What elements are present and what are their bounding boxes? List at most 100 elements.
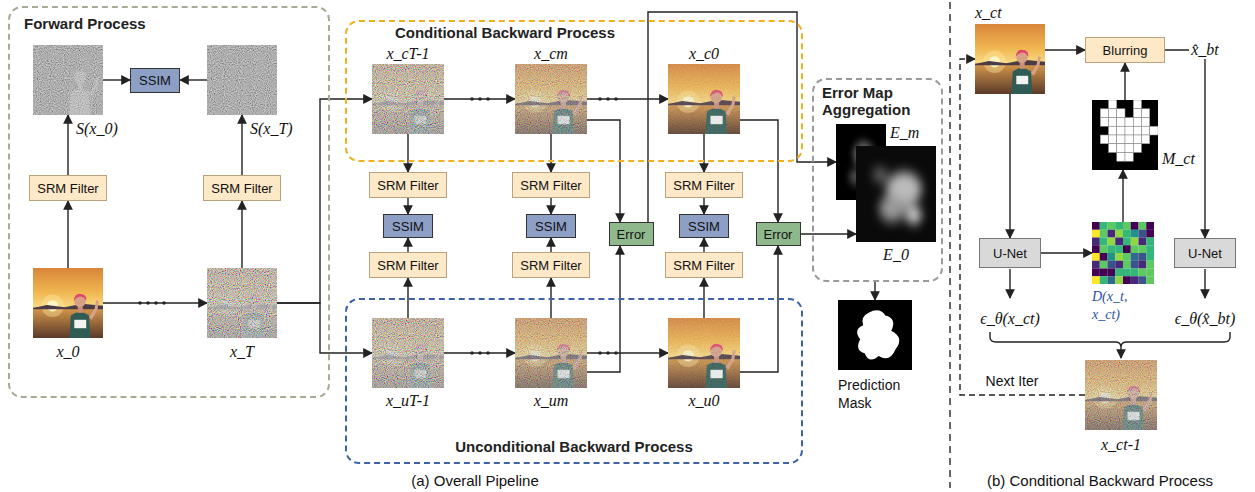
- drawing-part: [1092, 100, 1158, 170]
- caption: M_ct: [1162, 150, 1195, 168]
- connector-arrow: [103, 79, 130, 80]
- drawing-part: [1016, 76, 1028, 84]
- prediction-mask-drawing: [838, 300, 912, 370]
- box-label: SRM Filter: [211, 181, 272, 196]
- connector-arrow: [648, 12, 836, 222]
- caption: E_0: [883, 246, 909, 264]
- caption: x_cT-1: [386, 45, 429, 63]
- drawing-part: [1125, 153, 1133, 162]
- binary-mask-drawing: [1092, 100, 1158, 170]
- drawing-part: [1146, 230, 1154, 238]
- image-thumbnail: x_0: [33, 268, 103, 338]
- drawing-part: [515, 318, 587, 388]
- ssim-box: SSIM: [526, 214, 576, 238]
- drawing-part: [1092, 253, 1100, 261]
- connector-arrow: [407, 238, 408, 252]
- box-label: SSIM: [535, 219, 567, 234]
- srm-filter-box: SRM Filter: [665, 172, 743, 198]
- drawing-part: [1142, 118, 1150, 127]
- ssim-box: SSIM: [679, 214, 729, 238]
- image-thumbnail-drawing: [515, 64, 587, 134]
- connector-arrow: [67, 115, 68, 175]
- error-box: Error: [756, 222, 801, 246]
- image-thumbnail: x_c0: [668, 64, 740, 134]
- drawing-part: [69, 294, 98, 338]
- subfigure-caption: (b) Conditional Backward Process: [987, 472, 1213, 490]
- image-thumbnail: x_T: [207, 268, 277, 338]
- image-thumbnail-drawing: [1085, 360, 1157, 430]
- connector-arrow: [703, 238, 704, 252]
- drawing-part: [207, 45, 277, 115]
- drawing-part: [1100, 238, 1108, 246]
- box-label: Error: [617, 227, 646, 242]
- connector-arrow: [1009, 94, 1010, 238]
- drawing-part: [1125, 144, 1133, 153]
- drawing-part: [1125, 118, 1133, 127]
- connector-arrow: [444, 352, 515, 353]
- image-thumbnail: x_cT-1: [372, 64, 444, 134]
- srm-map: S(x_0): [33, 45, 103, 115]
- drawing-part: [1146, 261, 1154, 269]
- drawing-part: [1108, 238, 1116, 246]
- drawing-part: [1142, 109, 1150, 118]
- connector-arrow: [587, 246, 620, 372]
- drawing-part: [1123, 276, 1131, 284]
- drawing-part: [1109, 100, 1117, 109]
- drawing-part: [856, 146, 936, 242]
- drawing-part: [1009, 269, 1010, 298]
- drawing-part: [89, 300, 99, 320]
- drawing-part: [1115, 253, 1123, 261]
- image-thumbnail-drawing: [515, 318, 587, 388]
- drawing-part: [74, 320, 86, 328]
- dashed-connector: [960, 59, 1085, 395]
- drawing-part: [1108, 245, 1116, 253]
- connector-arrow: [587, 120, 620, 222]
- drawing-part: [372, 318, 444, 388]
- connector-arrow: [703, 134, 704, 172]
- image-thumbnail: x_cm: [515, 64, 587, 134]
- srm-map: S(x_T): [207, 45, 277, 115]
- srm-filter-box: SRM Filter: [665, 252, 743, 278]
- connector-arrow: [407, 134, 408, 172]
- drawing-part: [1133, 144, 1141, 153]
- drawing-part: [1092, 261, 1100, 269]
- drawing-part: [1123, 238, 1131, 246]
- box-label: U-Net: [993, 246, 1027, 261]
- drawing-part: [1100, 269, 1108, 277]
- output-label: ϵ_θ(x̂_bt): [1175, 310, 1236, 328]
- drawing-part: [906, 206, 922, 223]
- caption: E_m: [890, 124, 919, 142]
- region-title: Unconditional Backward Process: [455, 438, 693, 455]
- drawing-part: [1092, 230, 1100, 238]
- drawing-part: [1117, 153, 1125, 162]
- process-region: Conditional Backward Processx_cT-1x_cmx_…: [345, 20, 803, 162]
- drawing-part: [1109, 118, 1117, 127]
- drawing-part: [1115, 269, 1123, 277]
- image-thumbnail: x_ct-1: [1085, 360, 1157, 430]
- image-thumbnail-drawing: [372, 318, 444, 388]
- connector-arrow: [1045, 49, 1085, 50]
- edge-label: x̂_bt: [1189, 41, 1221, 59]
- connector-arrow: [703, 198, 704, 214]
- drawing-part: [1100, 118, 1108, 127]
- drawing-part: [515, 64, 587, 134]
- caption: x_cm: [534, 45, 568, 63]
- drawing-part: [1139, 230, 1147, 238]
- caption: x_uT-1: [386, 392, 430, 410]
- drawing-part: [1016, 50, 1029, 57]
- drawing-part: [1131, 238, 1139, 246]
- drawing-part: [1117, 135, 1125, 144]
- drawing-part: [1115, 230, 1123, 238]
- drawing-part: [1125, 135, 1133, 144]
- srm-filter-box: SRM Filter: [203, 175, 281, 201]
- box-label: SRM Filter: [37, 181, 98, 196]
- drawing-part: [1146, 222, 1154, 230]
- drawing-part: [1133, 100, 1141, 109]
- drawing-part: [1146, 245, 1154, 253]
- drawing-part: [1123, 230, 1131, 238]
- caption: x_um: [534, 392, 569, 410]
- drawing-part: [1011, 68, 1032, 94]
- drawing-part: [33, 304, 103, 310]
- connector-arrow: [1165, 50, 1205, 238]
